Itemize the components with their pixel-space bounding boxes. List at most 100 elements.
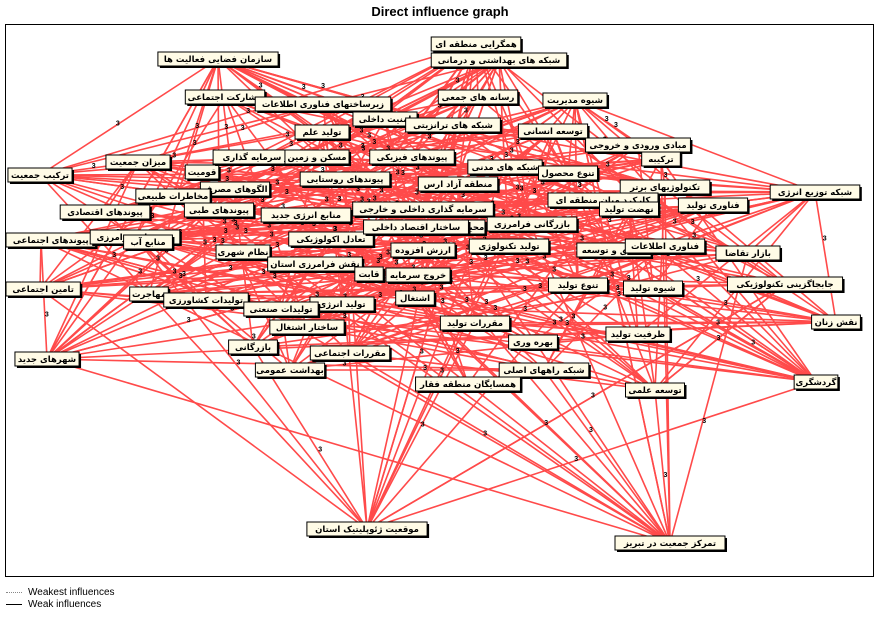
graph-node[interactable]: قابت bbox=[354, 266, 386, 283]
influence-edge bbox=[366, 284, 579, 530]
graph-node[interactable]: تنوع تولید bbox=[548, 277, 610, 294]
graph-node[interactable]: نقش فرامرزی استان bbox=[267, 256, 365, 273]
graph-node[interactable]: پیوندهای فیزیکی bbox=[369, 149, 457, 166]
influence-edge bbox=[134, 236, 254, 348]
graph-node[interactable]: تعادل اکولوژیکی bbox=[288, 231, 376, 248]
graph-node[interactable]: پیوندهای روستایی bbox=[299, 171, 392, 188]
graph-node[interactable]: الگوهای مصرف bbox=[199, 181, 272, 198]
graph-node[interactable]: فناوری اطلاعات bbox=[624, 238, 707, 255]
graph-node[interactable]: منطقه آزاد ارس bbox=[417, 176, 500, 193]
graph-node[interactable]: شیوه مدیریت bbox=[542, 92, 610, 109]
graph-node[interactable]: تولید انرژی bbox=[309, 296, 377, 313]
graph-node[interactable]: ارزش افزوده bbox=[390, 242, 458, 259]
graph-node[interactable]: تولیدات صنعتی bbox=[243, 301, 321, 318]
graph-node[interactable]: تولید تکنولوژی bbox=[468, 238, 551, 255]
influence-edge bbox=[224, 96, 318, 158]
graph-node[interactable]: همگرایی منطقه ای bbox=[430, 36, 523, 53]
graph-node[interactable]: نظام شهری bbox=[215, 244, 272, 261]
graph-node[interactable]: تامین اجتماعی bbox=[5, 281, 83, 298]
node-box bbox=[468, 238, 550, 254]
graph-node[interactable]: پیوندهای اقتصادی bbox=[59, 204, 152, 221]
graph-node[interactable]: ترکیبه bbox=[641, 151, 683, 168]
edge-weight-label: 3 bbox=[92, 163, 96, 170]
node-box bbox=[294, 124, 350, 140]
graph-node[interactable]: مشارکت اجتماعی bbox=[184, 89, 267, 106]
edge-weight-label: 3 bbox=[493, 305, 497, 312]
graph-node[interactable]: پیوندهای طبی bbox=[183, 202, 256, 219]
influence-edge bbox=[46, 321, 837, 360]
edge-weight-label: 3 bbox=[285, 189, 289, 196]
edge-weight-label: 3 bbox=[572, 314, 576, 321]
influence-edge bbox=[321, 131, 817, 383]
edge-weight-label: 3 bbox=[516, 185, 520, 192]
graph-node[interactable]: مقررات اجتماعی bbox=[309, 345, 392, 362]
influence-edge bbox=[39, 161, 139, 290]
graph-node[interactable]: ساختار اقتصاد داخلی bbox=[363, 219, 471, 236]
graph-node[interactable]: شبکه های ترانزیتی bbox=[405, 117, 503, 134]
graph-node[interactable]: منابع انرژی جدید bbox=[260, 207, 353, 224]
influence-edge bbox=[654, 283, 786, 391]
graph-node[interactable]: مخاطرات طبیعی bbox=[135, 188, 213, 205]
influence-edge bbox=[134, 236, 817, 383]
influence-edge bbox=[543, 369, 671, 544]
graph-node[interactable]: گردشگری bbox=[793, 374, 840, 391]
solid-line-swatch bbox=[6, 603, 22, 605]
graph-node[interactable]: توسعه انسانی bbox=[517, 123, 590, 140]
graph-node[interactable]: تمرکز جمعیت در تبریز bbox=[614, 535, 727, 552]
graph-node[interactable]: موقعیت ژئوپلیتیک استان bbox=[306, 521, 430, 538]
graph-node[interactable]: امنیت داخلی bbox=[352, 111, 420, 128]
edge-weight-label: 3 bbox=[367, 133, 371, 140]
graph-node[interactable]: مبادی ورودی و خروجی bbox=[585, 137, 693, 154]
graph-node[interactable]: مهاجرت bbox=[129, 286, 171, 303]
node-box bbox=[517, 123, 589, 139]
node-label: تنوع تولید bbox=[558, 281, 599, 291]
graph-node[interactable]: ظرفیت تولید bbox=[605, 326, 673, 343]
graph-node[interactable]: خروج سرمایه bbox=[385, 267, 453, 284]
node-label: تنوع محصول bbox=[541, 169, 594, 179]
graph-node[interactable]: قومیت bbox=[184, 164, 221, 181]
graph-node[interactable]: رسانه های جمعی bbox=[437, 89, 520, 106]
graph-node[interactable]: فناوری تولید bbox=[677, 197, 750, 214]
graph-node[interactable]: شبکه توزیع انرژی bbox=[769, 184, 862, 201]
graph-node[interactable]: مقررات تولید bbox=[439, 315, 512, 332]
graph-node[interactable]: منابع آب bbox=[123, 234, 175, 251]
graph-node[interactable]: زیرساختهای فناوری اطلاعات bbox=[254, 96, 393, 113]
graph-node[interactable]: شهرهای جدید bbox=[14, 351, 82, 368]
graph-node[interactable]: تولید علم bbox=[294, 124, 351, 141]
graph-node[interactable]: پیوندهای اجتماعی bbox=[5, 232, 98, 249]
node-label: جابجاگزینی تکنولوژیکی bbox=[736, 279, 833, 290]
node-label: مخاطرات طبیعی bbox=[138, 192, 209, 202]
graph-node[interactable]: توسعه علمی bbox=[625, 382, 687, 399]
node-box bbox=[623, 280, 683, 296]
graph-node[interactable]: شیوه تولید bbox=[623, 280, 685, 297]
graph-node[interactable]: میزان جمعیت bbox=[105, 154, 173, 171]
graph-node[interactable]: جابجاگزینی تکنولوژیکی bbox=[726, 276, 845, 293]
node-box bbox=[641, 151, 681, 167]
graph-node[interactable]: مسکن و زمین bbox=[284, 149, 352, 166]
graph-node[interactable]: سازمان فضایی فعالیت ها bbox=[157, 51, 281, 68]
graph-node[interactable]: نقش زنان bbox=[811, 314, 863, 331]
graph-node[interactable]: سرمایه گذاری داخلی و خارجی bbox=[352, 201, 496, 218]
graph-node[interactable]: ترکیب جمعیت bbox=[7, 167, 75, 184]
node-label: شیوه مدیریت bbox=[547, 96, 603, 106]
graph-node[interactable]: شبکه های بهداشتی و درمانی bbox=[430, 52, 569, 69]
graph-node[interactable]: بازرگانی فرامرزی bbox=[486, 216, 579, 233]
graph-node[interactable]: تنوع محصول bbox=[538, 165, 600, 182]
edge-weight-label: 3 bbox=[267, 223, 271, 230]
graph-node[interactable]: بازار تقاضا bbox=[715, 245, 783, 262]
graph-node[interactable]: شبکه های مدنی bbox=[467, 159, 545, 176]
legend-label-weakest: Weakest influences bbox=[28, 586, 115, 598]
influence-graph: 3333333333333333333333333333333333333333… bbox=[5, 36, 863, 552]
graph-node[interactable]: بهداشت عمومی bbox=[254, 362, 327, 379]
node-label: کارکرد میان منطقه ای bbox=[556, 196, 651, 206]
graph-node[interactable]: تولیدات کشاورزی bbox=[163, 292, 251, 309]
edge-weight-label: 3 bbox=[45, 311, 49, 318]
graph-node[interactable]: بازرگانی bbox=[228, 339, 280, 356]
graph-node[interactable]: ساختار اشتغال bbox=[269, 319, 347, 336]
graph-node[interactable]: اشتغال bbox=[395, 290, 437, 307]
graph-node[interactable]: بهره وری bbox=[508, 334, 560, 351]
graph-node[interactable]: نهضت تولید bbox=[599, 201, 661, 218]
graph-node[interactable]: همسایگان منطقه فقار bbox=[415, 376, 523, 393]
node-box bbox=[284, 149, 350, 165]
graph-node[interactable]: شبکه راههای اصلی bbox=[498, 362, 591, 379]
